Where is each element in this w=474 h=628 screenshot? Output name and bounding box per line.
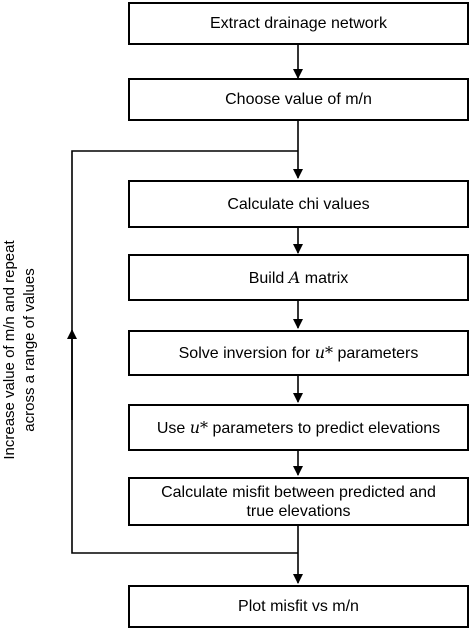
- step-label: Calculate chi values: [227, 195, 370, 213]
- step-label: Build A matrix: [249, 268, 349, 288]
- step-calculate-misfit: Calculate misfit between predicted and t…: [128, 477, 469, 526]
- matrix-symbol: A: [288, 267, 301, 287]
- step-plot-misfit: Plot misfit vs m/n: [128, 585, 469, 628]
- u-star-symbol: u*: [314, 343, 333, 362]
- step-label-line1: Calculate misfit between predicted and: [161, 483, 436, 501]
- loop-label: Increase value of m/n and repeat across …: [0, 200, 40, 500]
- step-solve-inversion: Solve inversion for u* parameters: [128, 330, 469, 376]
- step-label: Choose value of m/n: [225, 91, 372, 108]
- u-star-symbol: u*: [189, 417, 209, 437]
- step-build-a-matrix: Build A matrix: [128, 254, 469, 301]
- loop-label-line2: across a range of values: [21, 268, 38, 432]
- step-label-suffix: parameters to predict elevations: [208, 419, 441, 437]
- step-extract-drainage-network: Extract drainage network: [128, 2, 469, 45]
- step-label-prefix: Use: [156, 419, 190, 437]
- step-label-prefix: Solve inversion for: [178, 345, 315, 362]
- step-calculate-chi: Calculate chi values: [128, 180, 469, 228]
- step-label-line2: true elevations: [246, 502, 351, 520]
- step-label: Plot misfit vs m/n: [238, 598, 359, 615]
- step-label-suffix: matrix: [300, 269, 349, 287]
- step-label-prefix: Build: [248, 269, 289, 287]
- loop-label-line1: Increase value of m/n and repeat: [1, 240, 18, 460]
- step-choose-mn: Choose value of m/n: [128, 78, 469, 121]
- step-predict-elevations: Use u* parameters to predict elevations: [128, 404, 469, 451]
- step-label-suffix: parameters: [333, 345, 419, 362]
- step-label: Extract drainage network: [210, 15, 387, 32]
- step-label: Use u* parameters to predict elevations: [157, 418, 440, 438]
- step-label: Calculate misfit between predicted and t…: [161, 483, 436, 521]
- step-label: Solve inversion for u* parameters: [179, 343, 419, 363]
